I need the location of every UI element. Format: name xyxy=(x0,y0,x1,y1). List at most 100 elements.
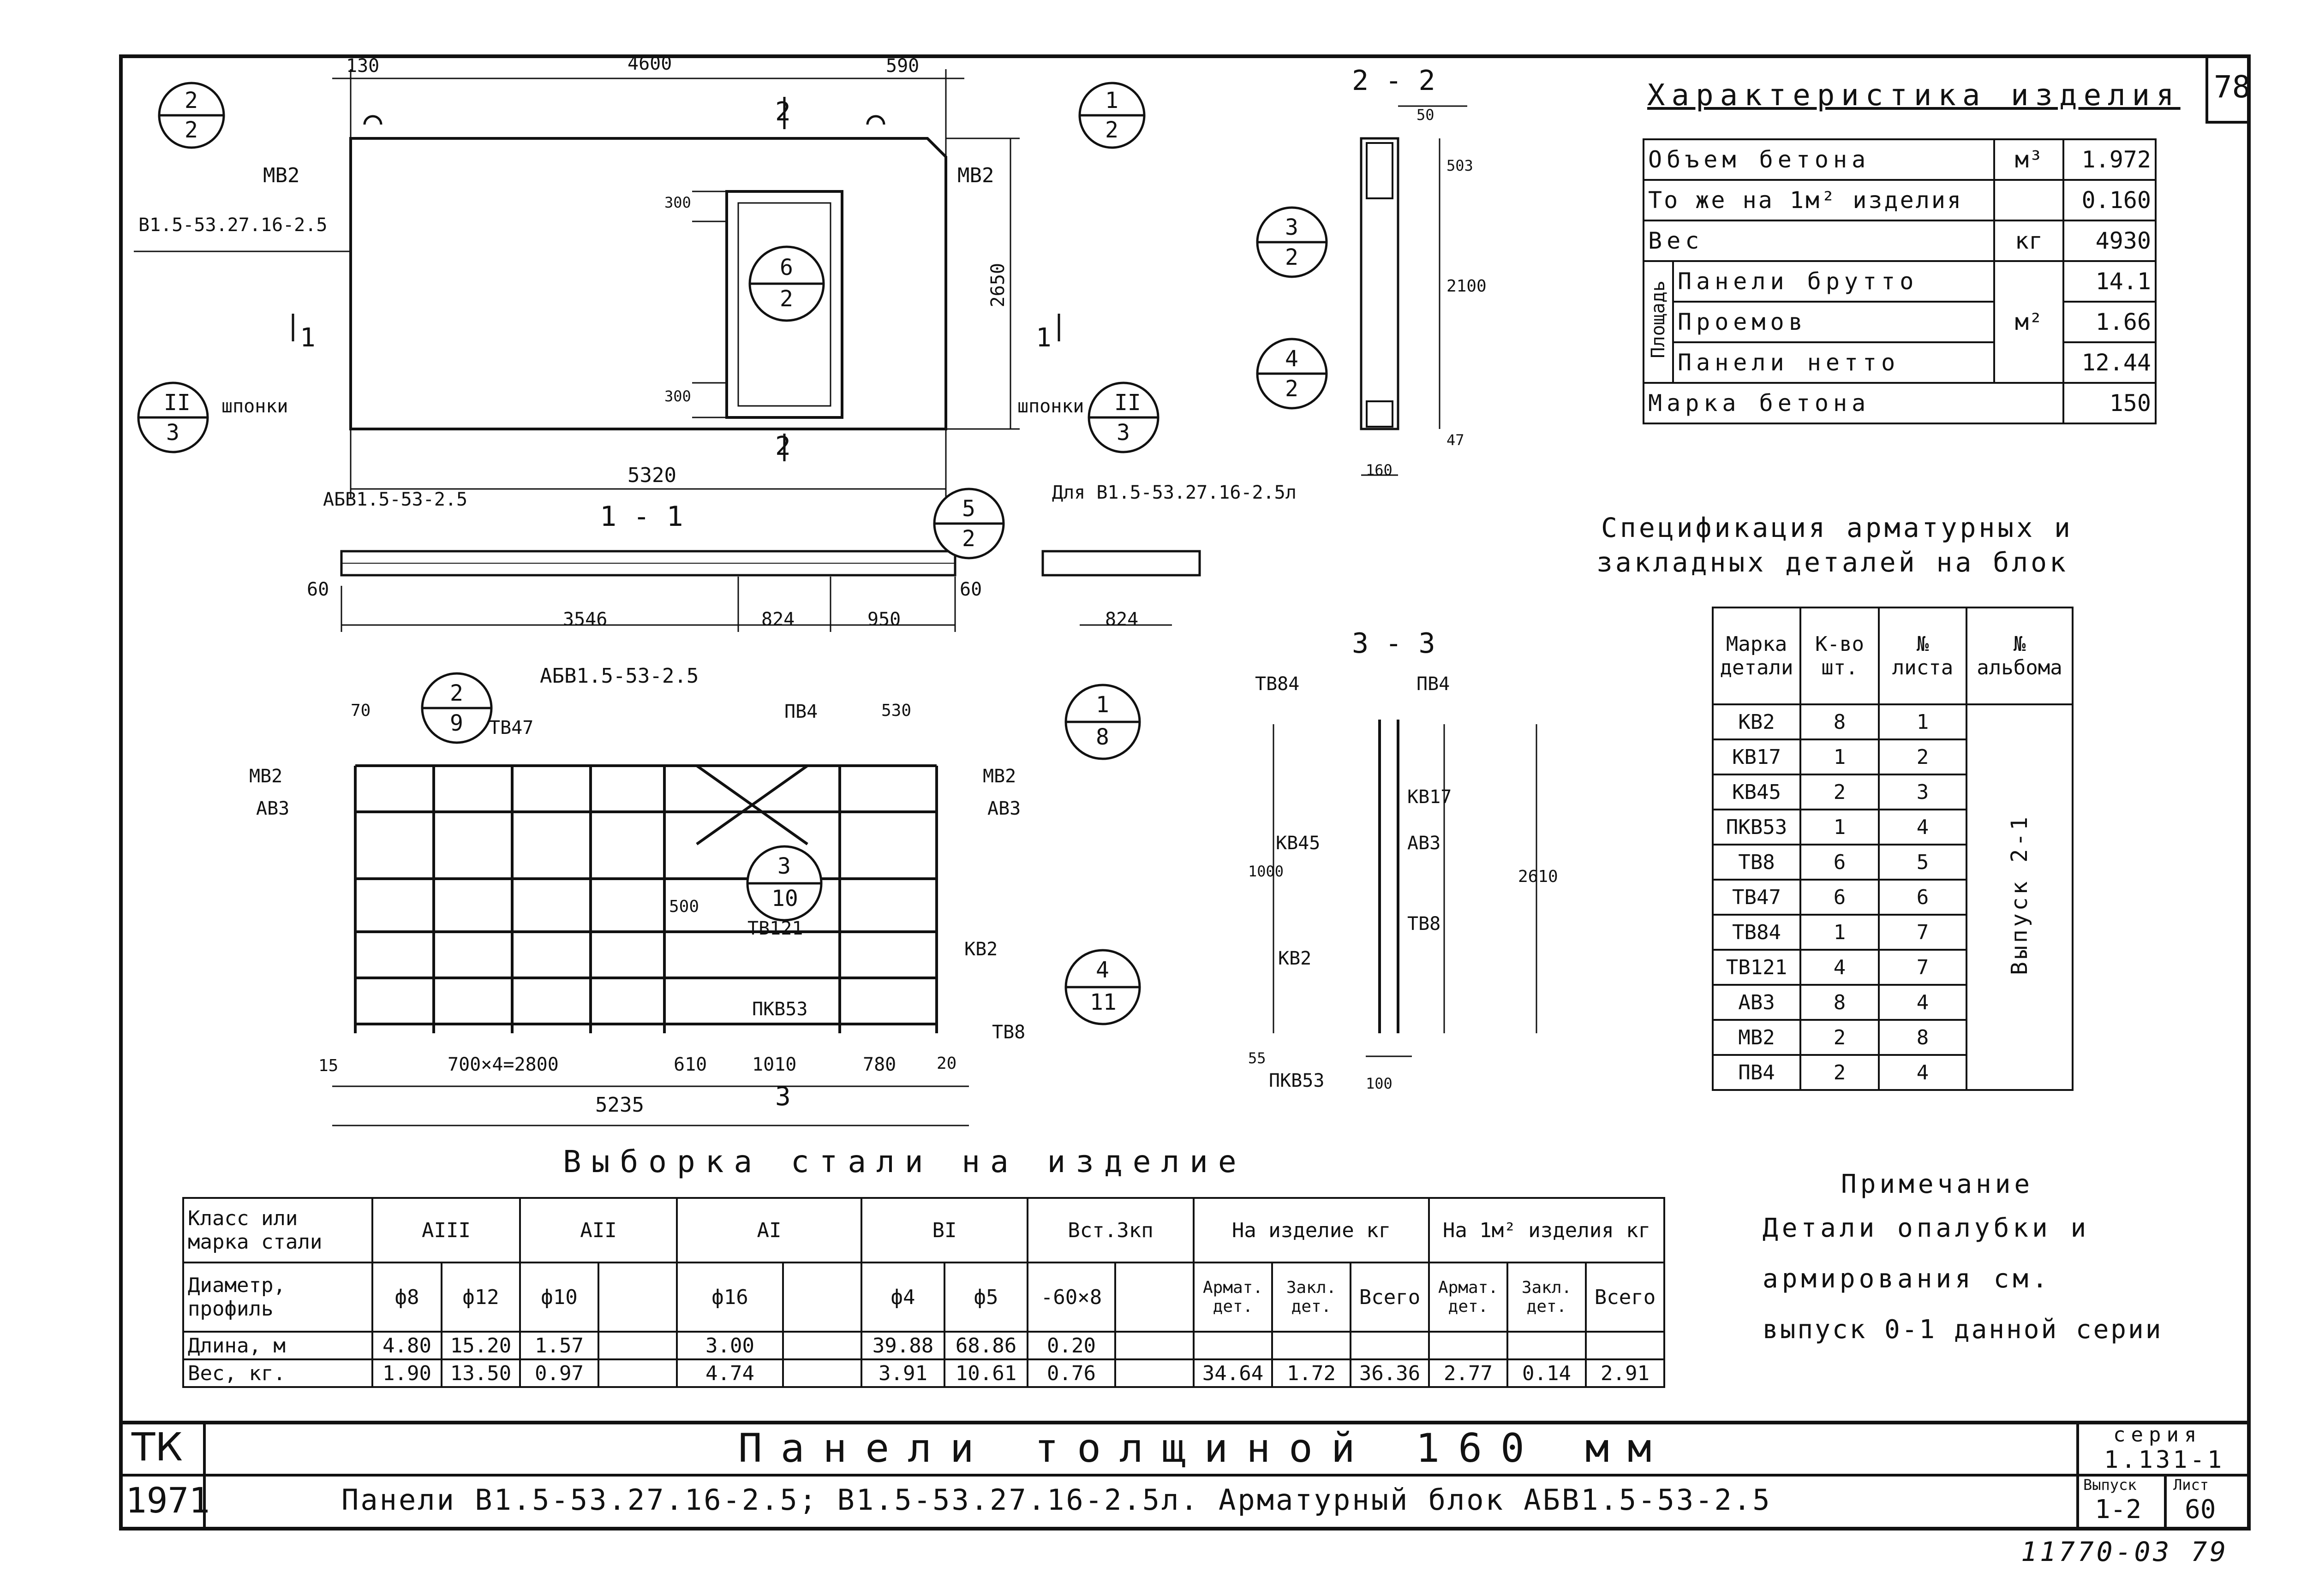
steel-head: Длина, м xyxy=(182,1331,373,1360)
char-unit xyxy=(1993,179,2064,221)
spec-cell: 1 xyxy=(1799,738,1880,775)
callout-bottom: 11 xyxy=(1090,989,1117,1015)
callout-bottom: 9 xyxy=(450,710,463,736)
dim-label: 2100 xyxy=(1446,277,1487,296)
steel-diam: Всего xyxy=(1585,1262,1665,1333)
callout-bottom: 3 xyxy=(1117,420,1130,446)
spec-cell: 7 xyxy=(1878,914,1967,951)
spec-cell: 4 xyxy=(1878,809,1967,846)
spec-cell: 5 xyxy=(1878,844,1967,881)
spec-cell: 2 xyxy=(1799,774,1880,810)
dim-label: 55 xyxy=(1248,1049,1266,1067)
shponki-label: шпонки xyxy=(221,396,288,417)
steel-length: 4.80 xyxy=(371,1331,442,1360)
steel-length xyxy=(1350,1331,1430,1360)
dim-label: 4600 xyxy=(628,53,672,74)
title-block-divider xyxy=(203,1421,206,1530)
callout-bottom: 2 xyxy=(1285,376,1298,402)
spec-header: № альбома xyxy=(1966,607,2074,705)
spec-cell: КВ45 xyxy=(1712,774,1801,810)
spec-cell: ТВ84 xyxy=(1712,914,1801,951)
cut-marker: 1 xyxy=(1036,323,1052,353)
dim-label: 100 xyxy=(1366,1075,1393,1092)
steel-length xyxy=(1193,1331,1273,1360)
dim-label: 2610 xyxy=(1518,867,1558,886)
dim-label: 3546 xyxy=(563,609,608,630)
char-value: 4930 xyxy=(2062,220,2157,262)
spec-cell: 4 xyxy=(1878,984,1967,1021)
av3-label: АВ3 xyxy=(1407,833,1441,854)
callout-top: 5 xyxy=(962,496,975,522)
tv84-label: ТВ84 xyxy=(1255,673,1300,695)
kv17-label: КВ17 xyxy=(1407,786,1452,808)
steel-weight xyxy=(598,1358,678,1388)
steel-diam xyxy=(782,1262,862,1333)
callout-bottom: 2 xyxy=(780,286,793,312)
callout-bottom: 2 xyxy=(1285,244,1298,270)
steel-weight: 0.76 xyxy=(1027,1358,1116,1388)
callout-top: 3 xyxy=(777,853,791,879)
cut-marker: 3 xyxy=(775,1082,791,1112)
steel-weight xyxy=(1114,1358,1195,1388)
steel-weight: 34.64 xyxy=(1193,1358,1273,1388)
callout-top: 1 xyxy=(1096,692,1109,718)
spec-cell: ПКВ53 xyxy=(1712,809,1801,846)
char-label: Панели нетто xyxy=(1672,341,1995,384)
steel-length: 1.57 xyxy=(519,1331,599,1360)
steel-length xyxy=(1585,1331,1665,1360)
dim-label: 60 xyxy=(307,579,329,600)
note-line: выпуск 0-1 данной серии xyxy=(1763,1315,2163,1345)
for-l-label: Для В1.5-53.27.16-2.5л xyxy=(1052,482,1297,503)
char-label: Объем бетона xyxy=(1643,138,1995,181)
steel-weight: 13.50 xyxy=(441,1358,521,1388)
steel-diam: ф5 xyxy=(944,1262,1028,1333)
callout-top: 6 xyxy=(780,255,793,280)
spec-cell: 6 xyxy=(1799,879,1880,916)
spec-cell: КВ2 xyxy=(1712,703,1801,740)
mv2-label: МВ2 xyxy=(983,766,1016,787)
shponki-label: шпонки xyxy=(1017,396,1084,417)
sheet-number-box xyxy=(2205,54,2251,124)
note-line: Детали опалубки и xyxy=(1763,1213,2090,1243)
spec-cell: ТВ8 xyxy=(1712,844,1801,881)
door-opening xyxy=(725,190,843,419)
spec-cell: КВ17 xyxy=(1712,738,1801,775)
callout-top: II xyxy=(164,390,191,416)
dim-label: 824 xyxy=(1105,609,1139,630)
char-value: 14.1 xyxy=(2062,260,2157,303)
steel-weight: 1.72 xyxy=(1271,1358,1351,1388)
pv4-label: ПВ4 xyxy=(784,701,818,722)
spec-cell: 2 xyxy=(1878,738,1967,775)
sheet-mark: 78 xyxy=(2214,69,2251,105)
dim-label: 530 xyxy=(881,701,912,720)
spec-header: № листа xyxy=(1878,607,1967,705)
av3-label: АВ3 xyxy=(256,798,290,819)
steel-diam: ф8 xyxy=(371,1262,442,1333)
steel-weight: 4.74 xyxy=(676,1358,784,1388)
title-block-divider xyxy=(119,1474,2251,1477)
dim-label: 700×4=2800 xyxy=(448,1054,559,1075)
spec-header: К-во шт. xyxy=(1799,607,1880,705)
steel-diam: ф10 xyxy=(519,1262,599,1333)
steel-weight: 3.91 xyxy=(861,1358,945,1388)
spec-cell: ПВ4 xyxy=(1712,1054,1801,1091)
steel-class: На 1м² изделия кг xyxy=(1428,1197,1665,1263)
steel-length: 0.20 xyxy=(1027,1331,1116,1360)
area-group-label: Площадь xyxy=(1648,280,1669,358)
callout-top: 4 xyxy=(1096,957,1109,983)
series-label: серия xyxy=(2113,1423,2202,1447)
dim-label: 610 xyxy=(674,1054,707,1075)
dim-label: 780 xyxy=(863,1054,897,1075)
steel-diam xyxy=(1114,1262,1195,1333)
section-2-2-outline xyxy=(1360,137,1399,430)
spec-cell: 2 xyxy=(1799,1019,1880,1056)
dim-label: 20 xyxy=(937,1054,957,1073)
spec-cell: МВ2 xyxy=(1712,1019,1801,1056)
dim-label: 70 xyxy=(351,701,371,720)
dim-label: 300 xyxy=(664,194,691,211)
callout-bottom: 2 xyxy=(962,526,975,552)
dim-label: 590 xyxy=(886,55,920,77)
steel-head: Диаметр, профиль xyxy=(182,1262,373,1333)
char-value: 1.66 xyxy=(2062,301,2157,343)
